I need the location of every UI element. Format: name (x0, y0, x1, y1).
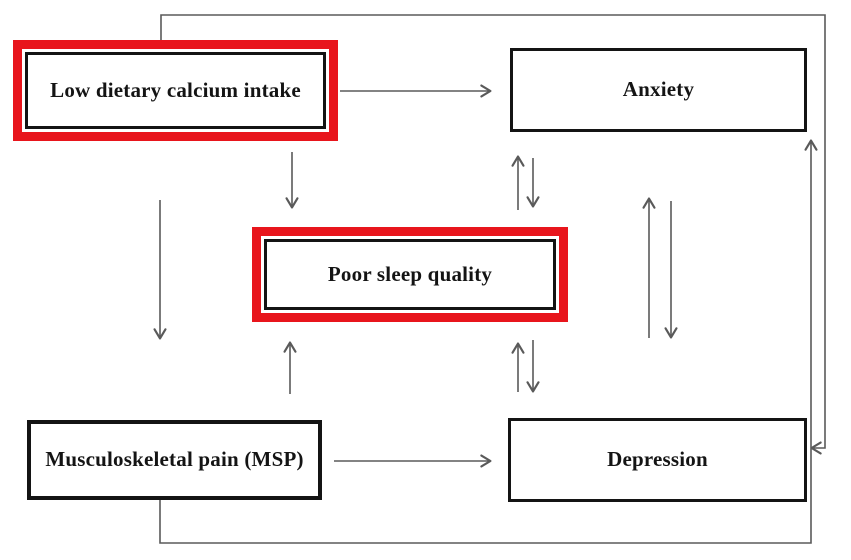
node-label: Poor sleep quality (327, 261, 493, 286)
edge-calcium-to-depression-loop (160, 14, 826, 455)
node-musculoskeletal-pain: Musculoskeletal pain (MSP) (27, 420, 322, 500)
node-depression: Depression (508, 418, 807, 502)
edge-msp-to-anxiety-loop (159, 139, 818, 544)
node-box: Poor sleep quality (264, 239, 556, 310)
node-box: Low dietary calcium intake (25, 52, 326, 129)
node-label: Anxiety (622, 77, 695, 102)
node-label: Depression (607, 447, 708, 472)
node-label: Musculoskeletal pain (MSP) (45, 447, 304, 472)
node-anxiety: Anxiety (510, 48, 807, 132)
node-poor-sleep-quality: Poor sleep quality (252, 227, 568, 322)
node-low-dietary-calcium-intake: Low dietary calcium intake (13, 40, 338, 141)
node-label: Low dietary calcium intake (50, 77, 301, 102)
